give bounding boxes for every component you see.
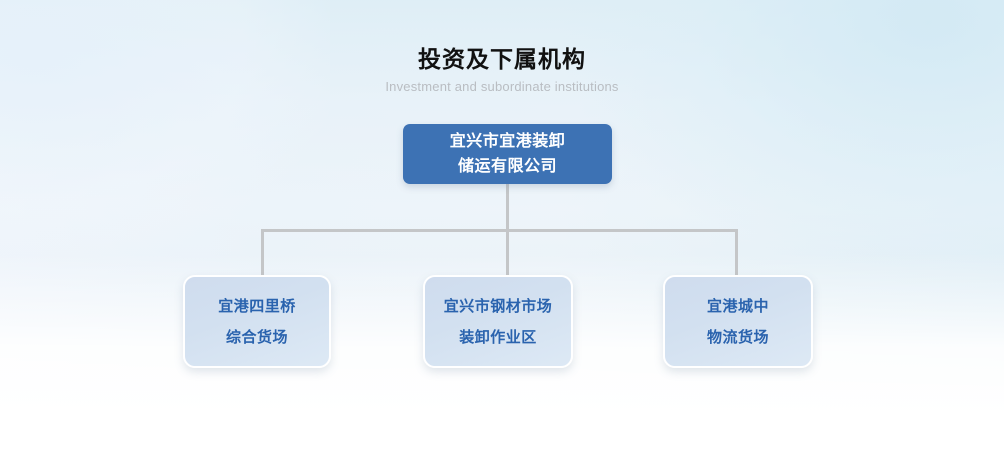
org-node-root-line-2: 储运有限公司 xyxy=(457,158,557,175)
org-node-child-2-line-1: 宜港城中 xyxy=(706,297,769,315)
page-header: 投资及下属机构 Investment and subordinate insti… xyxy=(0,44,1004,95)
background-gradient-right xyxy=(564,0,1004,270)
org-node-child-2-line-2: 物流货场 xyxy=(706,328,769,346)
org-node-child-2[interactable]: 宜港城中 物流货场 xyxy=(663,275,813,368)
org-node-root[interactable]: 宜兴市宜港装卸 储运有限公司 xyxy=(403,124,612,184)
org-node-root-line-1: 宜兴市宜港装卸 xyxy=(449,133,566,150)
page-title: 投资及下属机构 xyxy=(418,46,586,72)
background-gradient-left xyxy=(0,0,330,260)
org-node-child-1-line-2: 装卸作业区 xyxy=(459,328,537,346)
org-node-child-0-line-2: 综合货场 xyxy=(225,328,288,346)
org-node-child-0[interactable]: 宜港四里桥 综合货场 xyxy=(183,275,331,368)
org-node-child-0-line-1: 宜港四里桥 xyxy=(218,297,296,315)
page-subtitle: Investment and subordinate institutions xyxy=(385,79,619,94)
org-node-child-1-line-1: 宜兴市钢材市场 xyxy=(443,297,553,315)
org-node-child-1[interactable]: 宜兴市钢材市场 装卸作业区 xyxy=(423,275,573,368)
